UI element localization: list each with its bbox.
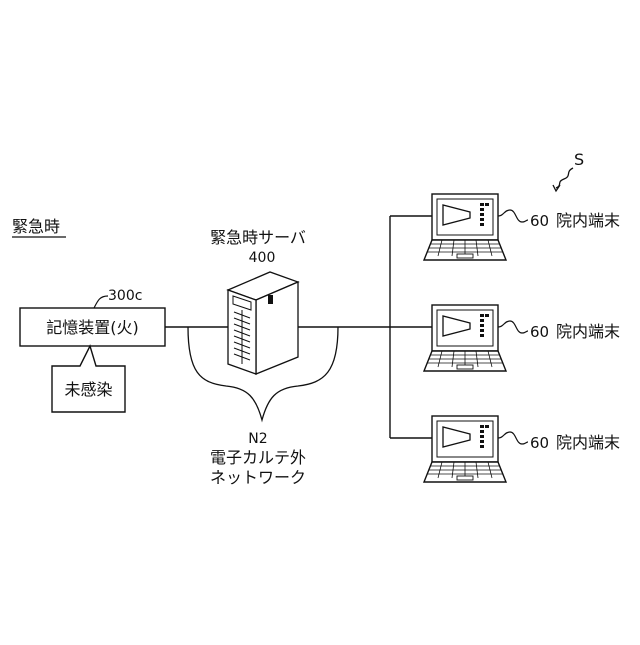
mode-title: 緊急時 [12,217,66,237]
status-callout-text: 未感染 [64,380,112,399]
terminal-3: 60 院内端末 [424,416,620,482]
network-label-line1: 電子カルテ外 [210,448,306,467]
storage-ref: 300c [108,288,142,304]
mode-title-text: 緊急時 [12,217,60,236]
server-power-led [268,295,273,304]
terminal-1-label: 院内端末 [556,211,620,230]
terminal-1-leader [498,210,528,222]
figure-ref-label: S [574,150,584,169]
network-ref: N2 [248,431,267,447]
storage-ref-leader [94,296,108,308]
terminal-1-ref: 60 [530,212,549,230]
status-callout-box [52,346,125,412]
terminal-2-ref: 60 [530,323,549,341]
terminal-bus [390,216,432,438]
terminal-1: 60 院内端末 [424,194,620,260]
laptop-icon [424,194,506,260]
server-label: 緊急時サーバ [210,228,306,247]
terminal-2-leader [498,321,528,333]
status-callout: 未感染 [52,346,125,412]
server-icon [228,272,298,374]
figure-ref-squiggle [556,168,573,188]
figure-ref: S [553,150,584,191]
network-label-line2: ネットワーク [210,468,306,487]
server-ref: 400 [249,250,276,266]
terminal-2: 60 院内端末 [424,305,620,371]
laptop-icon [424,416,506,482]
terminal-2-label: 院内端末 [556,322,620,341]
terminal-3-leader [498,432,528,444]
laptop-icon [424,305,506,371]
storage-device: 300c 記憶装置(火) [20,288,165,346]
storage-label: 記憶装置(火) [46,318,139,337]
terminal-3-ref: 60 [530,434,549,452]
terminal-3-label: 院内端末 [556,433,620,452]
